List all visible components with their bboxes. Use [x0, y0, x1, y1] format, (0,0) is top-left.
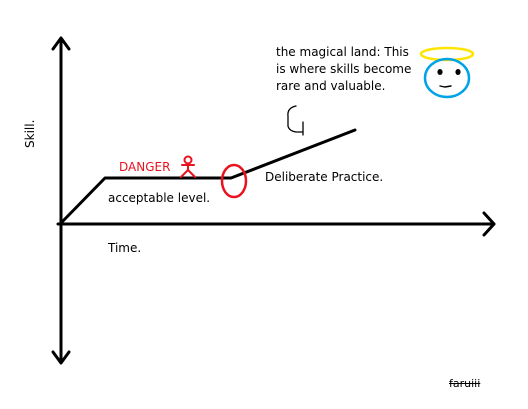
y-axis	[51, 36, 71, 365]
pointer-arrow	[287, 105, 304, 136]
angel-smiley-icon	[419, 46, 475, 99]
y-axis-label: Skill.	[23, 119, 37, 148]
left-eye	[437, 69, 443, 75]
x-axis-label: Time.	[108, 241, 142, 255]
danger-label: DANGER	[119, 160, 171, 174]
magical-land-line: the magical land: This	[276, 45, 409, 59]
smile	[439, 85, 452, 88]
right-eye	[455, 69, 461, 75]
magical-land-note: the magical land: This is where skills b…	[276, 44, 411, 95]
stick-figure-icon	[180, 155, 196, 178]
face-outline	[423, 57, 471, 99]
author-signature: faruiii	[449, 377, 481, 390]
magical-land-line: is where skills become	[276, 62, 412, 76]
deliberate-practice-label: Deliberate Practice.	[265, 170, 384, 184]
acceptable-level-label: acceptable level.	[108, 191, 211, 205]
breakout-circle	[220, 163, 248, 199]
magical-land-line: rare and valuable.	[276, 79, 386, 93]
skill-curve	[59, 128, 357, 225]
x-axis	[56, 211, 496, 237]
